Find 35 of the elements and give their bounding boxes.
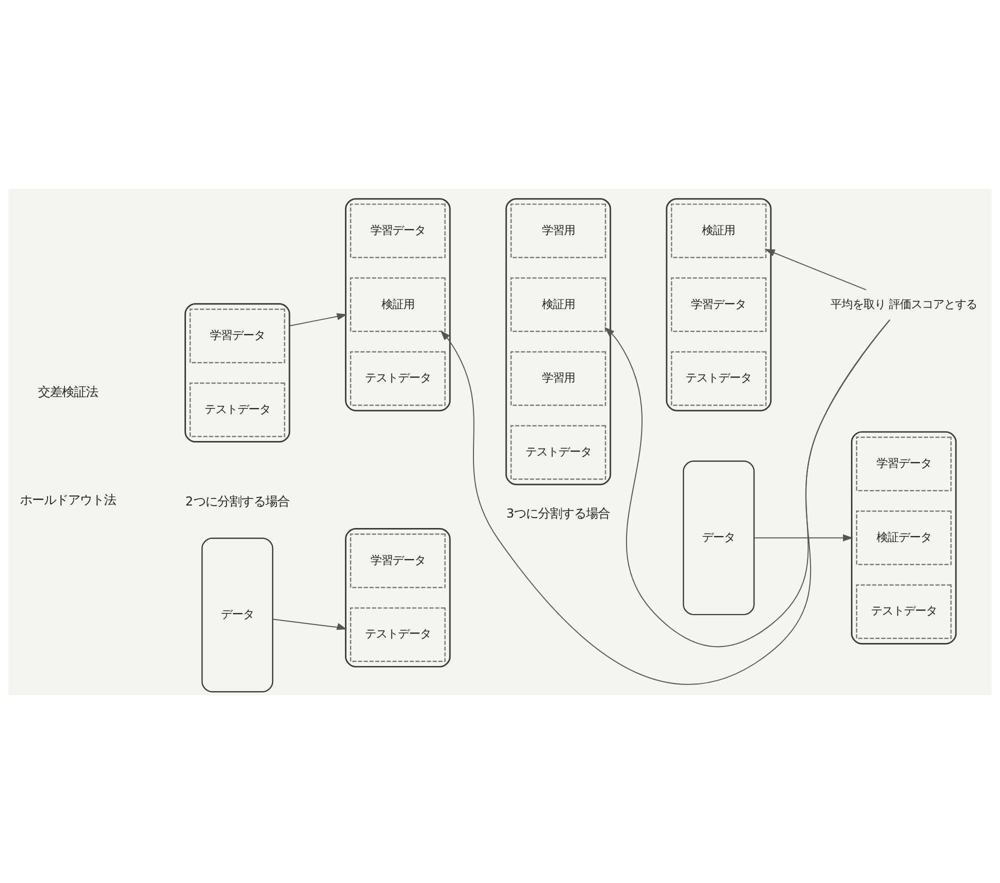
cluster [344, 528, 451, 667]
node-box: 学習用 [510, 203, 606, 258]
node-box: テストデータ [350, 606, 446, 662]
node-box: 検証用 [510, 276, 606, 332]
cluster [666, 198, 772, 411]
node-box: 学習用 [510, 350, 606, 406]
arrow [272, 618, 348, 630]
node-box: テストデータ [856, 584, 952, 638]
label: ホールドアウト法 [20, 492, 116, 506]
node-box: 学習データ [670, 276, 767, 332]
node-box: 検証用 [670, 203, 767, 258]
node-box: 学習データ [190, 308, 286, 363]
arrow [604, 318, 890, 647]
arrow [440, 318, 890, 684]
node-box: テストデータ [190, 382, 286, 437]
node-box: データ [201, 537, 274, 692]
node-box: テストデータ [350, 350, 446, 406]
label: 交差検証法 [38, 384, 98, 399]
node-text: 平均を取り 評価スコアとする [830, 296, 978, 310]
label: 3つに分割する場合 [506, 506, 610, 520]
node-box: テストデータ [510, 424, 606, 480]
arrow [764, 248, 867, 290]
node-box: 検証データ [856, 510, 952, 565]
node-box: 学習データ [350, 533, 446, 588]
node-box: 学習データ [350, 203, 446, 258]
cluster [850, 430, 957, 644]
arrow [754, 534, 854, 541]
arrow [288, 312, 348, 326]
node-box: 検証用 [350, 276, 446, 332]
node-box: データ [682, 460, 755, 615]
node-box: 学習データ [856, 436, 952, 491]
cluster [505, 198, 612, 485]
label: 2つに分割する場合 [185, 494, 290, 508]
cluster [184, 302, 290, 442]
node-box: テストデータ [670, 350, 767, 406]
